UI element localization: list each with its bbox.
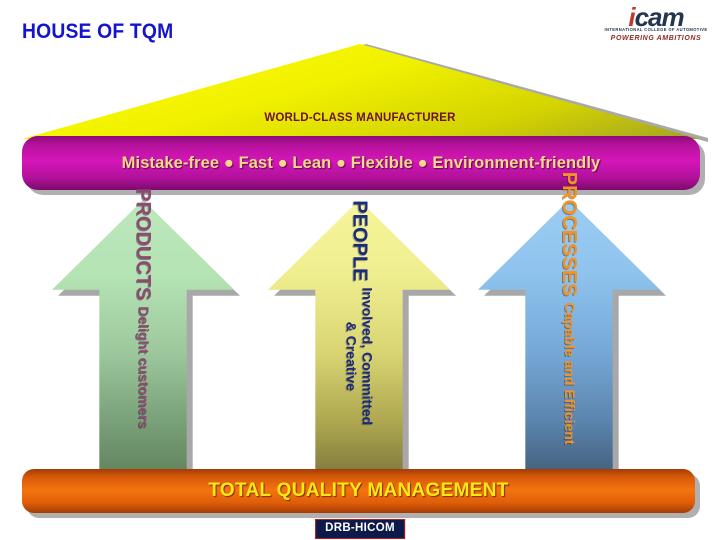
people-label-row: PEOPLE Involved, Committed & Creative: [343, 200, 376, 426]
roof-triangle: [22, 44, 700, 139]
arrow-label-people: PEOPLE Involved, Committed & Creative: [343, 200, 376, 426]
logo-wordmark: icam: [600, 2, 712, 32]
products-label-row: PRODUCTS Delight customers: [132, 188, 154, 428]
drb-hicom-badge: DRB-HICOM: [315, 519, 405, 539]
logo-subtitle: INTERNATIONAL COLLEGE OF AUTOMOTIVE: [604, 27, 708, 32]
attributes-banner-text: Mistake-free ● Fast ● Lean ● Flexible ● …: [121, 153, 601, 172]
roof-label: WORLD-CLASS MANUFACTURER: [264, 112, 456, 124]
icam-logo: icam INTERNATIONAL COLLEGE OF AUTOMOTIVE…: [600, 4, 712, 42]
attributes-banner: Mistake-free ● Fast ● Lean ● Flexible ● …: [22, 136, 700, 190]
pillar-processes: PROCESSES Capable and Efficient: [478, 172, 666, 478]
logo-letters-cam: cam: [634, 2, 685, 32]
foundation-bar-text: TOTAL QUALITY MANAGEMENT: [208, 480, 509, 501]
processes-label-row: PROCESSES Capable and Efficient: [558, 172, 580, 445]
processes-title: PROCESSES: [558, 171, 581, 297]
house-roof: [0, 44, 720, 142]
arrow-label-processes: PROCESSES Capable and Efficient: [558, 172, 580, 445]
logo-letter-i: i: [628, 2, 635, 32]
people-subtitle-stack: Involved, Committed & Creative: [343, 287, 376, 426]
arrow-label-products: PRODUCTS Delight customers: [132, 188, 154, 428]
pillar-products: PRODUCTS Delight customers: [52, 188, 240, 478]
products-subtitle: Delight customers: [135, 306, 152, 429]
pillar-people: PEOPLE Involved, Committed & Creative: [268, 200, 456, 478]
page-title: HOUSE OF TQM: [22, 20, 174, 43]
people-subtitle-line2: & Creative: [344, 321, 360, 391]
processes-subtitle: Capable and Efficient: [561, 302, 578, 445]
people-subtitle-line1: Involved, Committed: [359, 287, 376, 426]
people-title: PEOPLE: [348, 200, 371, 282]
foundation-bar: TOTAL QUALITY MANAGEMENT: [22, 469, 695, 513]
products-title: PRODUCTS: [132, 188, 155, 301]
logo-tagline: POWERING AMBITIONS: [610, 35, 702, 43]
